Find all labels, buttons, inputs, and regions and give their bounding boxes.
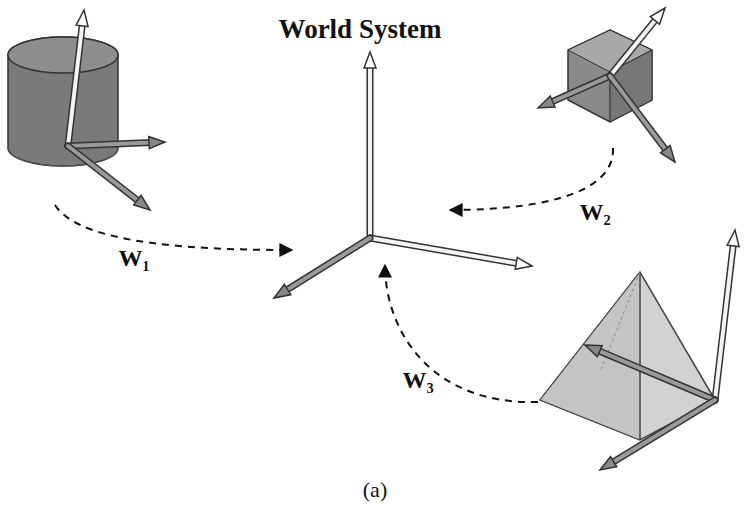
axis-arrow [68, 10, 88, 146]
axis-arrow [370, 238, 532, 269]
transform-arrow [55, 205, 292, 250]
figure-caption: (a) [363, 478, 387, 502]
axis-arrow [68, 146, 150, 210]
coordinate-axes [68, 8, 739, 470]
transform-label: W₃ [402, 367, 433, 393]
axis-arrow [715, 230, 739, 400]
transform-label: W₁ [118, 245, 149, 271]
axis-arrow [610, 8, 665, 76]
axis-arrow [274, 238, 370, 298]
axis-arrow [600, 400, 715, 470]
axis-arrow [68, 137, 165, 149]
transform-arrow [385, 265, 538, 402]
diagram-title: World System [279, 15, 442, 45]
axis-arrow [610, 76, 675, 162]
axis-arrow [364, 52, 376, 238]
transform-label: W₂ [579, 199, 610, 225]
axis-arrow [538, 76, 610, 108]
axis-arrow [585, 345, 715, 400]
transform-arrows [55, 148, 613, 402]
